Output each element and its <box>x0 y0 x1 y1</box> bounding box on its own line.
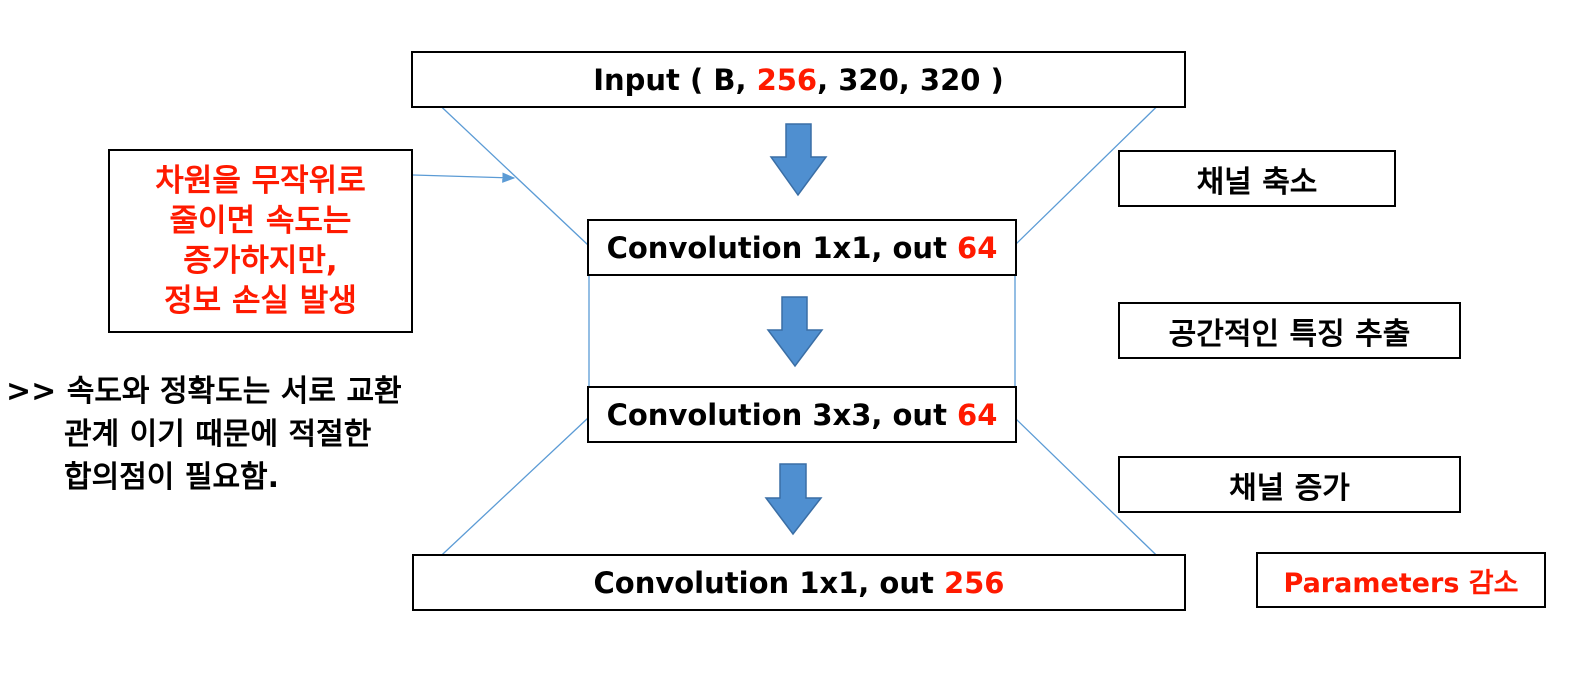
channel-increase-label: 채널 증가 <box>1229 470 1350 506</box>
channel-reduction-label: 채널 축소 <box>1196 164 1318 200</box>
conv1x1-reduce-label: Convolution 1x1, out 64 <box>606 230 998 265</box>
conv1x1-expand-box: Convolution 1x1, out 256 <box>412 554 1186 611</box>
conv1x1-expand-label: Convolution 1x1, out 256 <box>593 565 1005 600</box>
conv3x3-box: Convolution 3x3, out 64 <box>587 386 1017 443</box>
tradeoff-line: >> 속도와 정확도는 서로 교환 <box>6 374 402 409</box>
tradeoff-line: 관계 이기 때문에 적절한 <box>64 417 372 452</box>
flow-arrow-1 <box>769 123 828 197</box>
spatial-feature-label: 공간적인 특징 추출 <box>1168 316 1411 352</box>
input-layer-label: Input ( B, 256, 320, 320 ) <box>593 62 1004 97</box>
note-pointer-arrow <box>412 172 516 183</box>
note-line: 차원을 무작위로 <box>155 163 366 199</box>
note-line: 증가하지만, <box>183 243 338 279</box>
note-line: 정보 손실 발생 <box>164 283 357 319</box>
parameters-reduction-box: Parameters 감소 <box>1256 552 1546 608</box>
tradeoff-line: 합의점이 필요함. <box>64 460 280 495</box>
conv1x1-reduce-box: Convolution 1x1, out 64 <box>587 219 1017 276</box>
note-line: 줄이면 속도는 <box>169 203 352 239</box>
input-layer-box: Input ( B, 256, 320, 320 ) <box>411 51 1186 108</box>
conv3x3-label: Convolution 3x3, out 64 <box>606 397 998 432</box>
flow-arrow-2 <box>766 296 824 368</box>
channel-increase-label-box: 채널 증가 <box>1118 456 1461 513</box>
channel-reduction-label-box: 채널 축소 <box>1118 150 1396 207</box>
flow-arrow-3 <box>764 463 823 536</box>
tradeoff-note: >> 속도와 정확도는 서로 교환 관계 이기 때문에 적절한 합의점이 필요함… <box>6 370 402 499</box>
spatial-feature-label-box: 공간적인 특징 추출 <box>1118 302 1461 359</box>
information-loss-note: 차원을 무작위로 줄이면 속도는 증가하지만, 정보 손실 발생 <box>108 149 413 333</box>
parameters-reduction-label: Parameters 감소 <box>1283 567 1519 599</box>
